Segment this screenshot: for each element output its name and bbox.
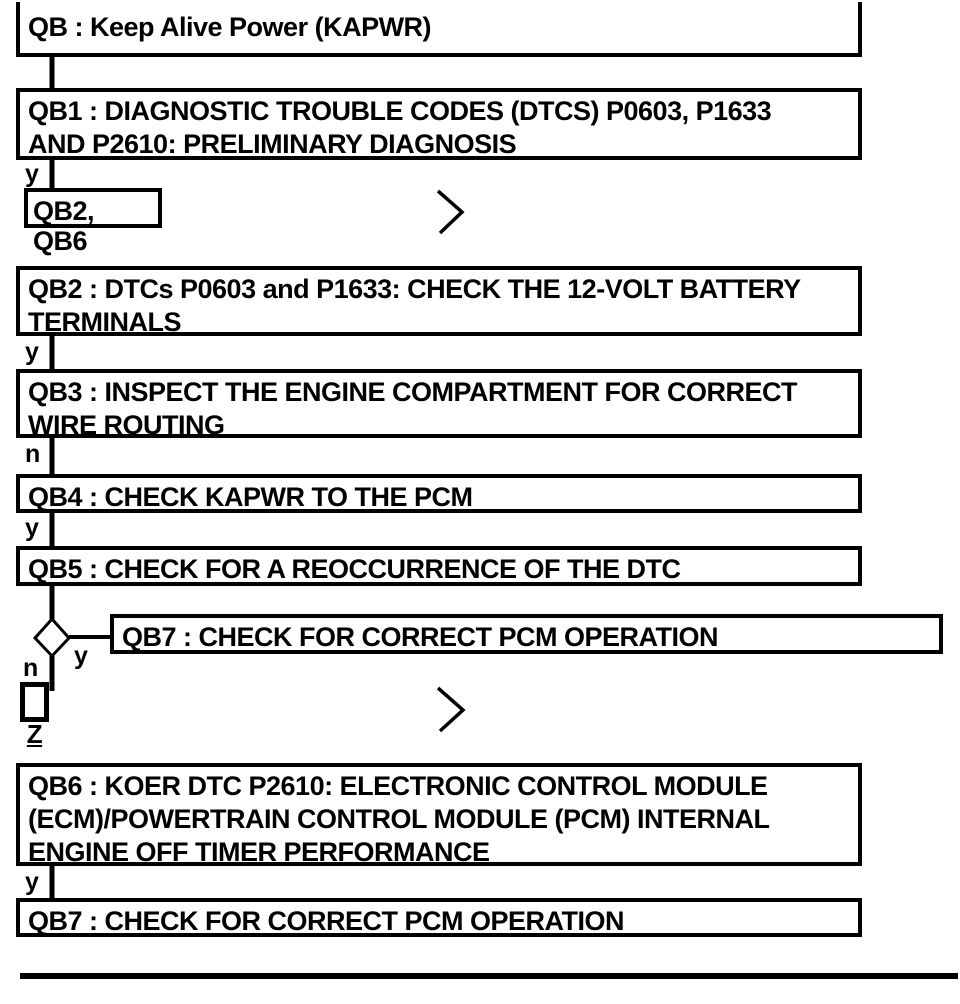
branch-label-no: n	[25, 440, 41, 468]
continuation-chevron-icon	[436, 686, 466, 733]
branch-label-yes: y	[25, 338, 39, 366]
node-qb3[interactable]: QB3 : INSPECT THE ENGINE COMPARTMENT FOR…	[16, 369, 862, 440]
branch-label-yes: y	[74, 642, 88, 670]
node-qb7[interactable]: QB7 : CHECK FOR CORRECT PCM OPERATION	[16, 898, 862, 937]
node-off-page-ref-z[interactable]: Z	[20, 682, 49, 749]
node-ref-qb2-qb6[interactable]: QB2, QB6	[24, 188, 162, 256]
continuation-chevron-icon	[436, 189, 465, 235]
node-qb4[interactable]: QB4 : CHECK KAPWR TO THE PCM	[16, 474, 862, 513]
node-qb5[interactable]: QB5 : CHECK FOR A REOCCURRENCE OF THE DT…	[16, 546, 862, 586]
off-page-ref-letter: Z	[26, 719, 43, 749]
node-qb1[interactable]: QB1 : DIAGNOSTIC TROUBLE CODES (DTCS) P0…	[16, 88, 862, 160]
node-qb2[interactable]: QB2 : DTCs P0603 and P1633: CHECK THE 12…	[16, 266, 862, 337]
branch-label-no: n	[23, 654, 39, 682]
node-qb7-branch[interactable]: QB7 : CHECK FOR CORRECT PCM OPERATION	[110, 614, 943, 654]
node-qb6[interactable]: QB6 : KOER DTC P2610: ELECTRONIC CONTROL…	[16, 763, 862, 867]
branch-label-yes: y	[25, 868, 39, 896]
branch-label-yes: y	[25, 514, 39, 542]
decision-diamond	[32, 616, 72, 659]
node-qb-title[interactable]: QB : Keep Alive Power (KAPWR)	[16, 2, 862, 57]
branch-label-yes: y	[25, 160, 39, 188]
